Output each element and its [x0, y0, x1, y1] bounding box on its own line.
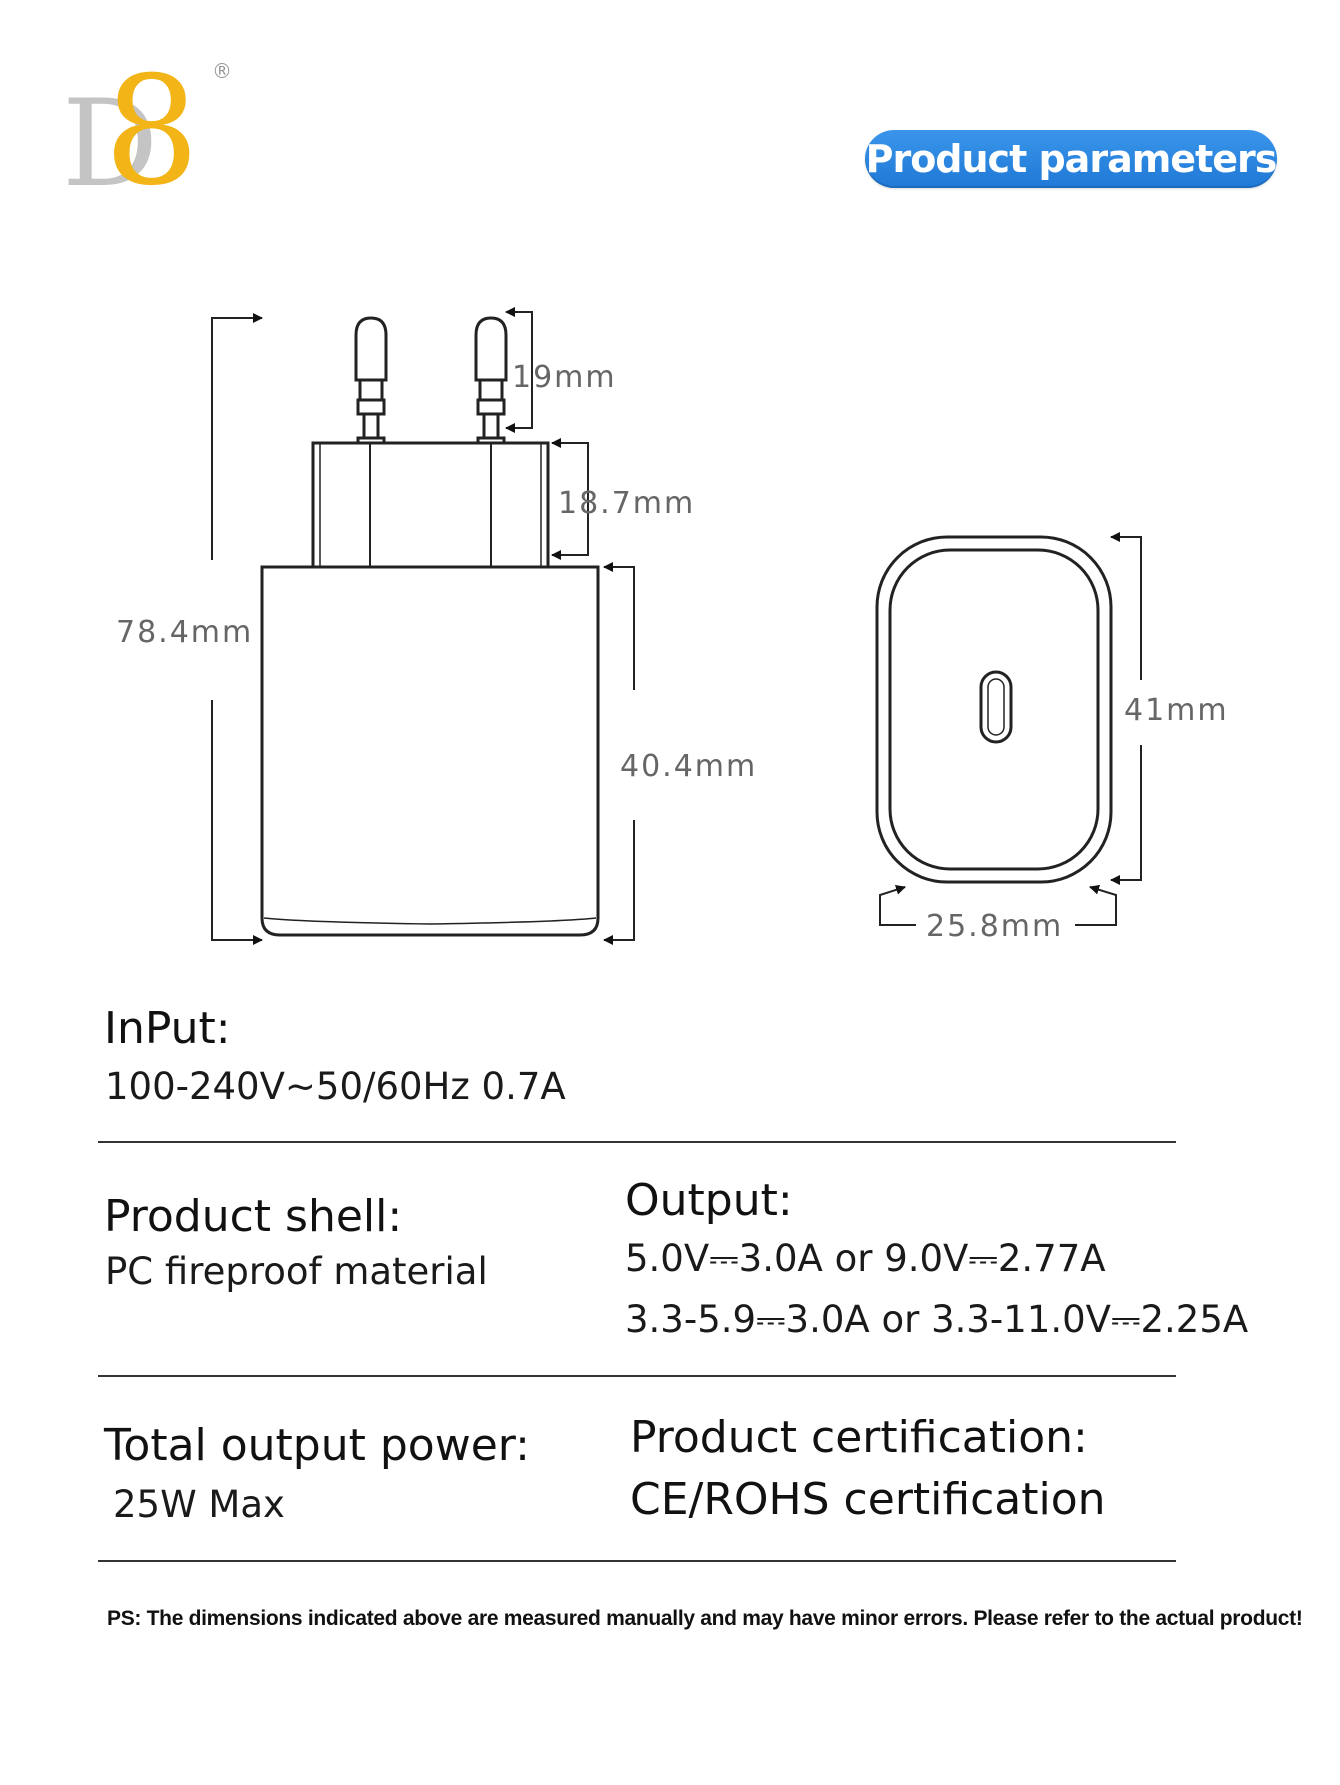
charger-body [260, 565, 600, 937]
dim-line-overall-top [211, 313, 263, 560]
label-front-width: 25.8mm [926, 909, 1063, 944]
certification-value: CE/ROHS certification [630, 1474, 1106, 1525]
product-parameters-badge: Product parameters [865, 130, 1277, 188]
certification-title: Product certification: [630, 1412, 1088, 1463]
registered-mark: ® [212, 59, 232, 83]
logo-digit-8: 8 [104, 55, 199, 195]
label-base-height: 18.7mm [558, 486, 695, 521]
power-title: Total output power: [104, 1420, 530, 1471]
dim-line-base-bottom [551, 478, 589, 560]
dim-line-front-right [1075, 884, 1117, 926]
shell-title: Product shell: [104, 1191, 403, 1242]
pin-left [354, 316, 388, 450]
brand-logo: D 8 ® [62, 45, 242, 219]
footnote: PS: The dimensions indicated above are m… [107, 1607, 1303, 1630]
dim-line-front-left [879, 884, 916, 926]
front-view [875, 535, 1113, 884]
divider-2 [98, 1375, 1176, 1377]
output-title: Output: [625, 1175, 793, 1226]
power-value: 25W Max [113, 1483, 285, 1526]
dim-line-front-bottom [1110, 745, 1142, 885]
label-body-height: 40.4mm [620, 749, 757, 784]
dim-line-base-top [551, 438, 589, 478]
logo-letter-d: D [62, 75, 158, 195]
side-view [260, 316, 600, 937]
input-title: InPut: [104, 1003, 231, 1054]
label-pin-length: 19mm [512, 360, 617, 395]
d8-logo-mark: D 8 [62, 45, 199, 219]
divider-1 [98, 1141, 1176, 1143]
dim-line-overall-bottom [211, 700, 263, 945]
plug-base [311, 441, 550, 569]
output-line-2: 3.3-5.9⎓3.0A or 3.3-11.0V⎓2.25A [625, 1298, 1249, 1341]
divider-3 [98, 1560, 1176, 1562]
dim-line-body-bottom [603, 820, 635, 945]
label-overall-height: 78.4mm [116, 615, 253, 650]
label-front-height: 41mm [1124, 693, 1229, 728]
dim-line-pin-top [505, 307, 533, 370]
shell-value: PC fireproof material [105, 1250, 488, 1293]
dim-line-front-top [1110, 532, 1142, 680]
input-value: 100-240V~50/60Hz 0.7A [105, 1065, 566, 1108]
output-line-1: 5.0V⎓3.0A or 9.0V⎓2.77A [625, 1237, 1106, 1280]
pin-right [474, 316, 508, 450]
dim-line-body-top [603, 562, 635, 690]
charger-dimension-diagram: 78.4mm 19mm 18.7mm 40.4mm 41mm 25.8mm [116, 307, 1229, 945]
